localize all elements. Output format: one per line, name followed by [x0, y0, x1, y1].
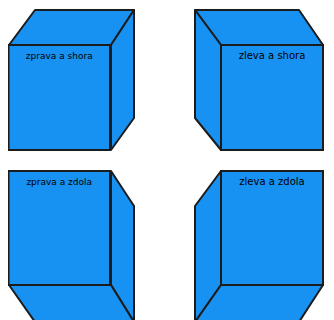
cube-outline — [194, 170, 326, 320]
cube-face — [9, 285, 134, 320]
cube-front-face — [221, 171, 323, 285]
cube-shape: zleva a shora — [194, 9, 326, 153]
cube-label: zleva a shora — [223, 50, 321, 62]
cube-front-face — [9, 45, 111, 150]
cube-face — [111, 10, 134, 150]
cube-outline — [194, 9, 326, 153]
cube-label: zleva a zdola — [223, 176, 321, 188]
cube-front-face — [221, 45, 323, 150]
cube-face — [195, 285, 323, 320]
cube-label: zprava a shora — [11, 50, 109, 62]
cube-front-face — [9, 171, 111, 285]
cube-shape: zprava a zdola — [8, 170, 136, 320]
cube-label: zprava a zdola — [11, 176, 109, 188]
cube-shape: zprava a shora — [8, 9, 136, 153]
cube-outline — [8, 9, 136, 153]
cube-shape: zleva a zdola — [194, 170, 326, 320]
cube-face — [195, 10, 221, 150]
cube-outline — [8, 170, 136, 320]
